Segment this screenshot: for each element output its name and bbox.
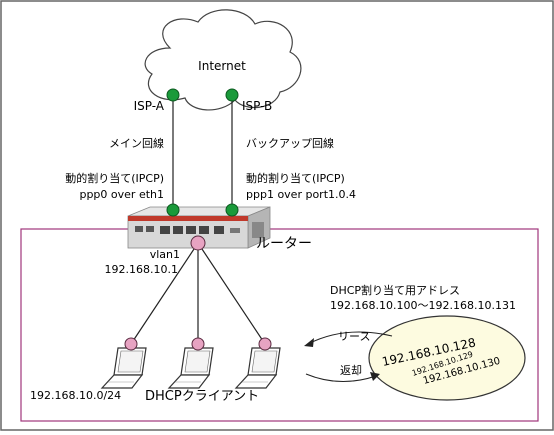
wan-port-a-node: [166, 203, 180, 217]
dhcp-range: 192.168.10.100～192.168.10.131: [330, 299, 516, 312]
address-pool: [368, 315, 526, 401]
isp-b-label: ISP-B: [242, 99, 272, 113]
dyn-left-label: 動的割り当て(IPCP): [65, 171, 164, 185]
client-node-3: [258, 337, 272, 351]
backup-line-label: バックアップ回線: [246, 136, 334, 150]
lan-frame: [20, 228, 539, 422]
lease-arrowhead: [304, 338, 314, 347]
router-label: ルーター: [256, 236, 312, 252]
client-laptop-3: [234, 337, 281, 389]
internet-cloud: Internet: [144, 9, 302, 111]
vlan-label: vlan1: [150, 248, 180, 261]
ppp1-label: ppp1 over port1.0.4: [246, 188, 356, 201]
isp-a-node: [166, 88, 180, 102]
return-arrowhead: [370, 372, 380, 381]
return-label: 返却: [340, 364, 362, 377]
clients-label: DHCPクライアント: [145, 389, 259, 404]
main-line-label: メイン回線: [109, 136, 164, 150]
subnet-label: 192.168.10.0/24: [30, 389, 121, 402]
lan-line-3: [197, 242, 266, 345]
vlan-node: [190, 235, 206, 251]
wan-port-b-node: [225, 203, 239, 217]
client-laptop-1: [100, 337, 147, 389]
client-node-2: [191, 337, 205, 351]
return-arrow: [305, 373, 377, 383]
vlan-ip-label: 192.168.10.1: [105, 263, 178, 276]
dyn-right-label: 動的割り当て(IPCP): [246, 171, 345, 185]
router-device: [127, 203, 271, 249]
isp-b-node: [225, 88, 239, 102]
dhcp-title: DHCP割り当て用アドレス: [330, 283, 460, 297]
ppp0-label: ppp0 over eth1: [79, 188, 164, 201]
cloud-label: Internet: [198, 59, 246, 73]
isp-a-label: ISP-A: [134, 99, 165, 113]
client-node-1: [124, 337, 138, 351]
lease-arrow: [307, 331, 393, 345]
lan-line-1: [130, 242, 199, 345]
client-laptop-2: [167, 337, 214, 389]
lease-label: リース: [338, 330, 370, 343]
